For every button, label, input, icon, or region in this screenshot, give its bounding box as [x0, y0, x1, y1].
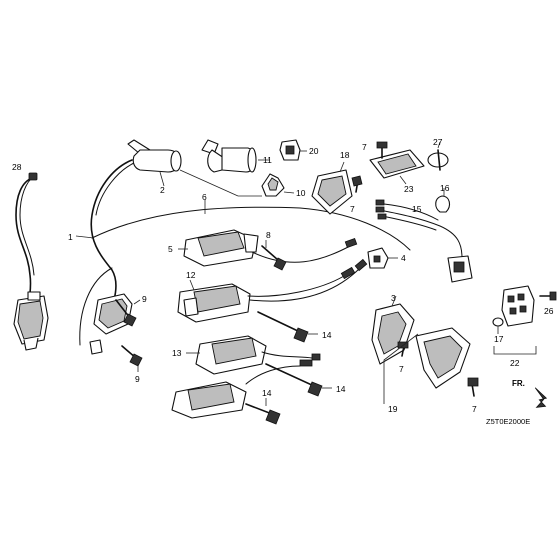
callout-9-lower: 9	[135, 374, 140, 384]
callout-9-upper: 9	[142, 294, 147, 304]
callout-16: 16	[440, 183, 450, 193]
ignition-coil-1	[79, 159, 137, 355]
clamp-16	[435, 188, 451, 213]
wire-6	[91, 200, 411, 251]
block-4	[367, 247, 398, 269]
exciter-coil-12	[177, 258, 368, 323]
clip-27	[427, 141, 449, 171]
callout-7-plate: 7	[362, 142, 367, 152]
ignition-coil-28	[13, 172, 49, 351]
bolt-7-bracket	[351, 175, 363, 193]
callout-labels: 2 11 10 20 28 1 6 5 8 12 9 9 14 13 14 14…	[12, 137, 554, 414]
callout-10: 10	[296, 188, 306, 198]
bolt-9-lower	[121, 345, 143, 372]
spark-plug-cap-2	[127, 139, 182, 187]
callout-2: 2	[160, 185, 165, 195]
bracket-18	[311, 161, 353, 215]
callout-11: 11	[263, 155, 272, 165]
callout-6: 6	[202, 192, 207, 202]
clamp-20	[279, 139, 307, 161]
plate-23	[369, 141, 425, 185]
callout-18: 18	[340, 150, 350, 160]
callout-22: 22	[510, 358, 520, 368]
bolt-7-lower-right	[467, 377, 479, 397]
callout-27: 27	[433, 137, 443, 147]
callout-14-lower: 14	[262, 388, 272, 398]
terminal-block-22	[493, 285, 537, 355]
callout-7-lower-right: 7	[472, 404, 477, 414]
callout-13: 13	[172, 348, 182, 358]
bolt-14-middle	[265, 363, 332, 397]
callout-19: 19	[388, 404, 398, 414]
cord-clip-10	[261, 173, 295, 197]
front-direction-arrow	[534, 387, 548, 408]
coil-assembly-13	[171, 335, 321, 419]
callout-12: 12	[186, 270, 196, 280]
bolt-8	[261, 240, 287, 271]
harness-15	[375, 199, 473, 283]
callout-14-middle: 14	[336, 384, 346, 394]
callout-7-right-middle: 7	[399, 364, 404, 374]
callout-28: 28	[12, 162, 22, 172]
callout-4: 4	[401, 253, 406, 263]
callout-8: 8	[266, 230, 271, 240]
spacer-17	[492, 317, 504, 334]
plug-cap-11	[201, 139, 270, 173]
callout-7-bracket: 7	[350, 204, 355, 214]
callout-1: 1	[68, 232, 73, 242]
callout-15: 15	[412, 204, 422, 214]
callout-3: 3	[391, 293, 396, 303]
bracket-3	[371, 295, 415, 365]
callout-5: 5	[168, 244, 173, 254]
screw-26	[539, 291, 557, 301]
callout-26: 26	[544, 306, 554, 316]
bracket-19	[383, 327, 471, 404]
bolt-14-lower	[245, 398, 281, 425]
callout-17: 17	[494, 334, 504, 344]
charge-coil-5	[178, 229, 358, 267]
bolt-9-upper	[115, 299, 141, 327]
callout-23: 23	[404, 184, 414, 194]
callout-20: 20	[309, 146, 319, 156]
front-direction-label: FR.	[512, 379, 525, 388]
bolt-14-upper	[257, 311, 318, 343]
callout-14-upper: 14	[322, 330, 332, 340]
diagram-code: Z5T0E2000E	[486, 417, 530, 426]
